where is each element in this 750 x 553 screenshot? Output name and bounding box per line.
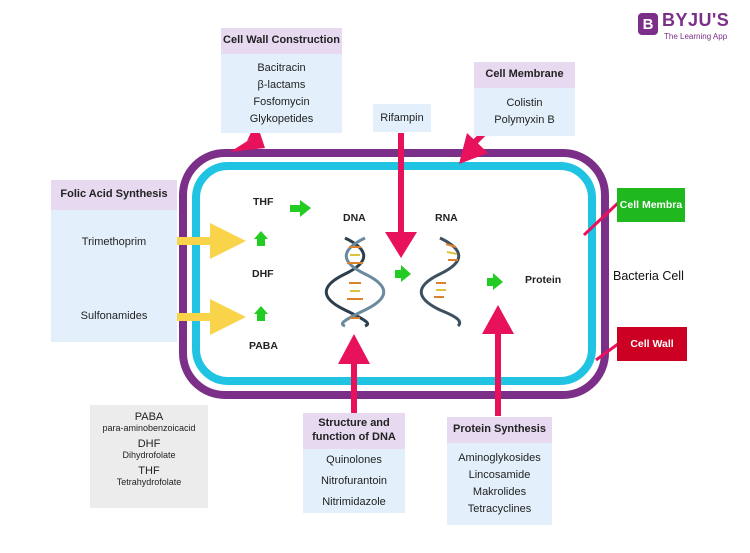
legend-full: Dihydrofolate <box>122 450 176 460</box>
legend-item: DHF Dihydrofolate <box>90 438 208 460</box>
cell-wall-tag: Cell Wall <box>617 327 687 361</box>
dna-drug-arrow <box>338 334 370 414</box>
drug-beta-lactams: β-lactams <box>257 78 306 91</box>
brand-name: BYJU'S <box>662 10 730 30</box>
dna-to-rna-arrow <box>395 265 411 282</box>
folic-acid-drugs: Trimethoprim Sulfonamides <box>51 210 177 342</box>
drug-trimethoprim: Trimethoprim <box>81 236 147 248</box>
rna-strand-icon <box>419 236 462 328</box>
drug-polymyxin-b: Polymyxin B <box>494 114 555 126</box>
legend-full: Tetrahydrofolate <box>116 477 182 487</box>
legend-full: para-aminobenzoicacid <box>102 423 196 433</box>
dna-label: DNA <box>343 212 366 224</box>
cell-wall-construction-drugs: Bacitracin β-lactams Fosfomycin Glykopet… <box>221 54 342 133</box>
rifampin-box: Rifampin <box>373 104 431 132</box>
legend-abbr: DHF <box>137 438 161 450</box>
cell-wall-construction-header: Cell Wall Construction <box>221 28 342 54</box>
legend-abbr: PABA <box>134 411 164 423</box>
protein-drug-arrow <box>482 305 514 416</box>
dhf-to-thf-arrow <box>254 231 268 246</box>
drug-quinolones: Quinolones <box>326 453 382 466</box>
rna-label: RNA <box>435 212 458 224</box>
drug-nitrofurantoin: Nitrofurantoin <box>320 474 388 487</box>
logo-letter: B <box>642 15 654 33</box>
byjus-logo-icon: B <box>638 13 658 35</box>
drug-rifampin: Rifampin <box>380 111 424 124</box>
paba-to-dhf-arrow <box>254 306 268 321</box>
drug-glykopetides: Glykopetides <box>249 112 314 125</box>
paba-label: PABA <box>249 340 278 352</box>
legend-abbr: THF <box>138 465 160 477</box>
protein-synthesis-drugs: Aminoglykosides Lincosamide Makrolides T… <box>447 443 552 525</box>
thf-label: THF <box>253 196 274 208</box>
drug-nitrimidazole: Nitrimidazole <box>322 495 386 508</box>
dna-helix-icon <box>324 236 386 328</box>
protein-label: Protein <box>525 274 562 286</box>
rifampin-arrow <box>385 133 417 258</box>
cell-membrane-header: Cell Membrane <box>474 62 575 88</box>
sulfonamides-arrow <box>162 299 246 335</box>
drug-tetracyclines: Tetracyclines <box>467 503 532 515</box>
trimethoprim-arrow <box>165 223 246 259</box>
drug-sulfonamides: Sulfonamides <box>80 310 148 322</box>
rna-to-protein-arrow <box>487 273 503 290</box>
folic-acid-header: Folic Acid Synthesis <box>51 180 177 210</box>
legend-item: PABA para-aminobenzoicacid <box>90 411 208 433</box>
wall-tag-connector <box>595 342 619 362</box>
drug-colistin: Colistin <box>506 97 543 109</box>
cell-membrane-tag: Cell Membra <box>617 188 685 222</box>
drug-lincosamide: Lincosamide <box>468 469 531 481</box>
dhf-label: DHF <box>252 268 274 280</box>
drug-bacitracin: Bacitracin <box>257 61 306 74</box>
drug-aminoglykosides: Aminoglykosides <box>458 452 541 464</box>
dna-structure-header: Structure and function of DNA <box>303 413 405 449</box>
legend-item: THF Tetrahydrofolate <box>90 465 208 487</box>
membrane-tag-connector <box>582 201 620 237</box>
thf-to-dna-arrow <box>290 200 311 217</box>
dna-structure-drugs: Quinolones Nitrofurantoin Nitrimidazole <box>303 449 405 513</box>
abbreviation-legend: PABA para-aminobenzoicacid DHF Dihydrofo… <box>90 405 208 508</box>
bacteria-cell-label: Bacteria Cell <box>613 269 684 283</box>
cell-membrane-drugs: Colistin Polymyxin B <box>474 88 575 136</box>
drug-fosfomycin: Fosfomycin <box>253 95 310 108</box>
drug-makrolides: Makrolides <box>472 486 527 498</box>
protein-synthesis-header: Protein Synthesis <box>447 417 552 443</box>
brand-tagline: The Learning App <box>664 32 728 41</box>
cell-wall <box>179 149 609 399</box>
